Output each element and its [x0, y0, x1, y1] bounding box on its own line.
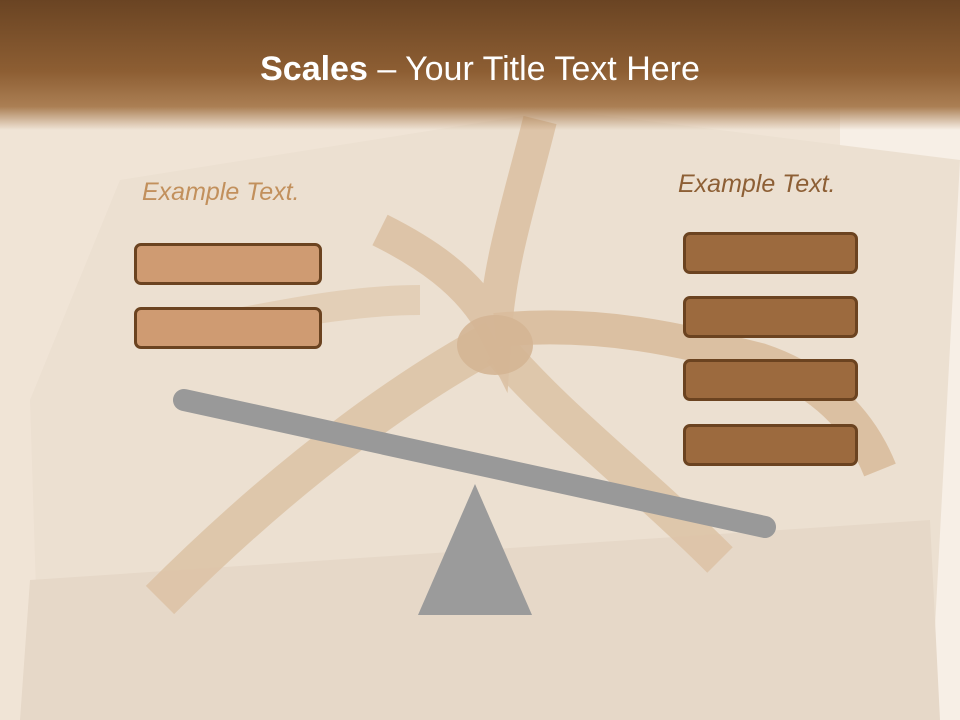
left-box-2[interactable]	[134, 307, 322, 349]
right-example-text: Example Text.	[678, 170, 836, 198]
right-box-4[interactable]	[683, 424, 858, 466]
left-example-text: Example Text.	[142, 178, 300, 206]
title-rest-text: – Your Title Text Here	[367, 50, 700, 88]
scale-beam	[173, 389, 776, 538]
right-box-3[interactable]	[683, 359, 858, 401]
title-bold-text: Scales	[260, 50, 368, 88]
left-box-1[interactable]	[134, 243, 322, 285]
right-box-2[interactable]	[683, 296, 858, 338]
scale-fulcrum-icon	[418, 484, 532, 615]
slide-title: Scales – Your Title Text Here	[0, 50, 960, 89]
right-box-1[interactable]	[683, 232, 858, 274]
title-bar	[0, 0, 960, 130]
